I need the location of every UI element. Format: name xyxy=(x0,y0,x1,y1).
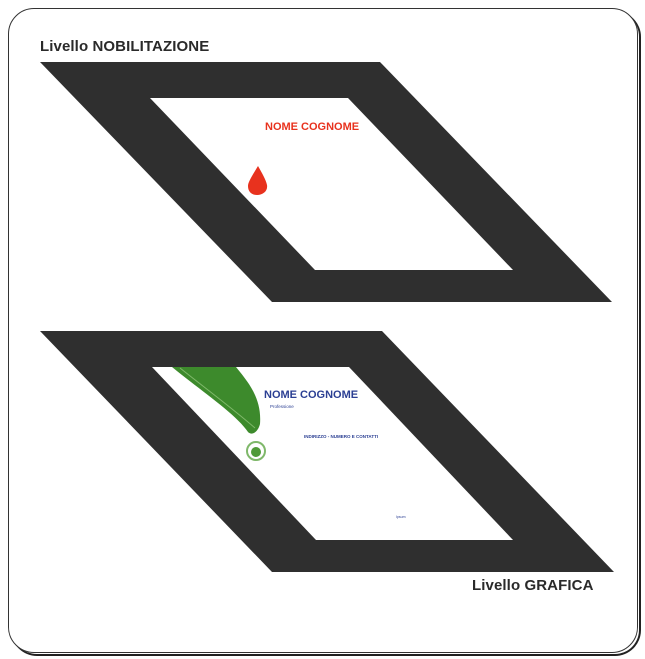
water-drop-core xyxy=(251,447,261,457)
leaf-drop-icon xyxy=(172,367,261,434)
leaf-vein xyxy=(179,367,256,429)
card-role-bottom: Professione xyxy=(270,404,294,409)
layer-label-grafica: Livello GRAFICA xyxy=(472,577,594,594)
card-name-top: NOME COGNOME xyxy=(265,121,359,133)
card-contact-bottom: INDIRIZZO - NUMERO E CONTATTI xyxy=(304,434,378,439)
card-top xyxy=(150,98,513,270)
layer-label-nobilitazione: Livello NOBILITAZIONE xyxy=(40,38,210,55)
card-name-bottom: NOME COGNOME xyxy=(264,389,358,401)
frame-shadow xyxy=(11,11,641,656)
card-small-bottom: Ipsum xyxy=(396,515,406,519)
drop-icon xyxy=(248,166,268,195)
